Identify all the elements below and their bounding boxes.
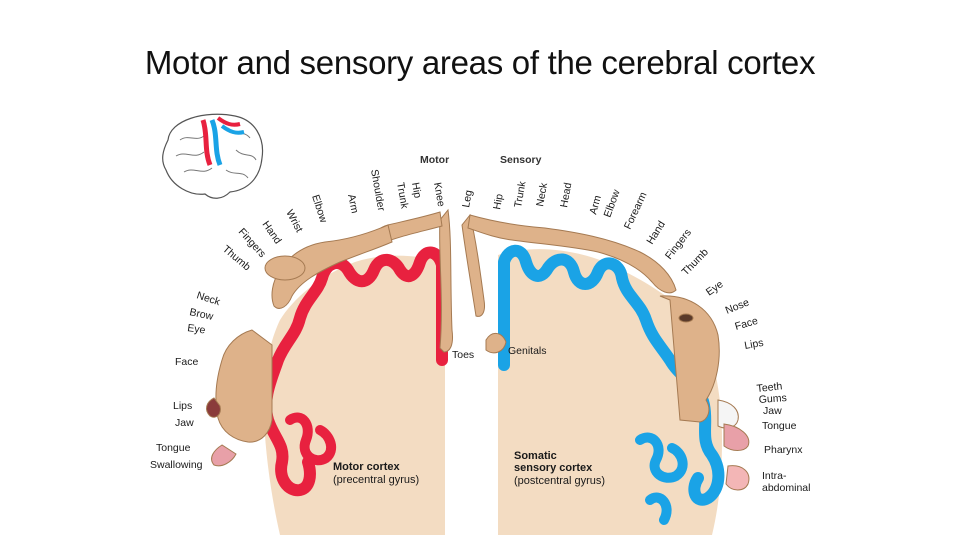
- motor-label-toes: Toes: [452, 349, 474, 361]
- motor-label-thumb: Thumb: [220, 243, 253, 273]
- motor-label-neck: Neck: [195, 289, 222, 308]
- brain-tissue: [263, 249, 722, 535]
- sensory-label-tongue: Tongue: [762, 420, 797, 432]
- sensory-label-lips: Lips: [743, 337, 764, 352]
- sensory-header: Sensory: [500, 154, 542, 166]
- sensory-label-arm: Arm: [587, 194, 604, 216]
- motor-gyrus-strip: [260, 246, 448, 497]
- sensory-label-neck: Neck: [534, 181, 550, 207]
- sensory-label-hand: Hand: [644, 219, 668, 247]
- motor-label-elbow: Elbow: [309, 193, 329, 224]
- motor-label-hip: Hip: [409, 181, 424, 199]
- sensory-label-leg: Leg: [460, 189, 475, 208]
- sensory-label-teeth: Teeth: [756, 380, 783, 395]
- sensory-label-fingers: Fingers: [663, 227, 694, 262]
- sensory-label-trunk: Trunk: [512, 180, 529, 209]
- sensory-label-eye: Eye: [704, 278, 726, 298]
- sensory-gyrus-strip: [498, 244, 725, 506]
- sensory-label-hip: Hip: [491, 193, 506, 211]
- sensory-label-forearm: Forearm: [622, 190, 650, 231]
- sensory-gyrus-lower: [635, 432, 688, 525]
- motor-homunculus: [206, 208, 453, 467]
- sensory-label-jaw: Jaw: [763, 405, 782, 417]
- motor-cortex-label: Motor cortex: [333, 461, 401, 473]
- slide-title: Motor and sensory areas of the cerebral …: [144, 44, 816, 81]
- motor-label-face: Face: [175, 356, 199, 368]
- motor-label-lips: Lips: [173, 400, 192, 412]
- motor-header: Motor: [420, 154, 449, 166]
- sensory-label-thumb: Thumb: [680, 246, 711, 278]
- motor-label-brow: Brow: [188, 306, 214, 323]
- sensory-cortex-label-1: Somatic: [514, 450, 557, 462]
- brain-thumbnail-icon: [162, 113, 264, 199]
- sensory-label-genitals: Genitals: [508, 345, 547, 357]
- sensory-label-nose: Nose: [724, 296, 751, 316]
- sensory-label-pharynx: Pharynx: [764, 444, 803, 456]
- motor-label-shoulder: Shoulder: [368, 168, 387, 212]
- motor-label-wrist: Wrist: [283, 208, 305, 235]
- motor-label-arm: Arm: [345, 193, 361, 215]
- motor-label-eye: Eye: [187, 322, 207, 336]
- motor-label-hand: Hand: [260, 219, 284, 247]
- sensory-cortex-label-2: sensory cortex: [514, 462, 593, 474]
- motor-label-tongue: Tongue: [156, 442, 191, 454]
- motor-label-swallowing: Swallowing: [150, 459, 203, 471]
- sensory-cortex-sublabel: (postcentral gyrus): [514, 475, 605, 487]
- sensory-label-gums: Gums: [758, 392, 787, 406]
- sensory-label-abdominal: abdominal: [762, 482, 810, 494]
- motor-gyrus-lower: [285, 412, 337, 466]
- sensory-label-face: Face: [734, 315, 760, 333]
- sensory-label-head: Head: [558, 182, 574, 209]
- motor-label-trunk: Trunk: [394, 181, 411, 210]
- motor-cortex-sublabel: (precentral gyrus): [333, 474, 419, 486]
- sensory-homunculus: [461, 213, 750, 491]
- motor-label-knee: Knee: [431, 181, 447, 207]
- sensory-label-elbow: Elbow: [602, 188, 623, 219]
- sensory-label-intra: Intra-: [762, 470, 787, 482]
- motor-label-jaw: Jaw: [175, 417, 194, 429]
